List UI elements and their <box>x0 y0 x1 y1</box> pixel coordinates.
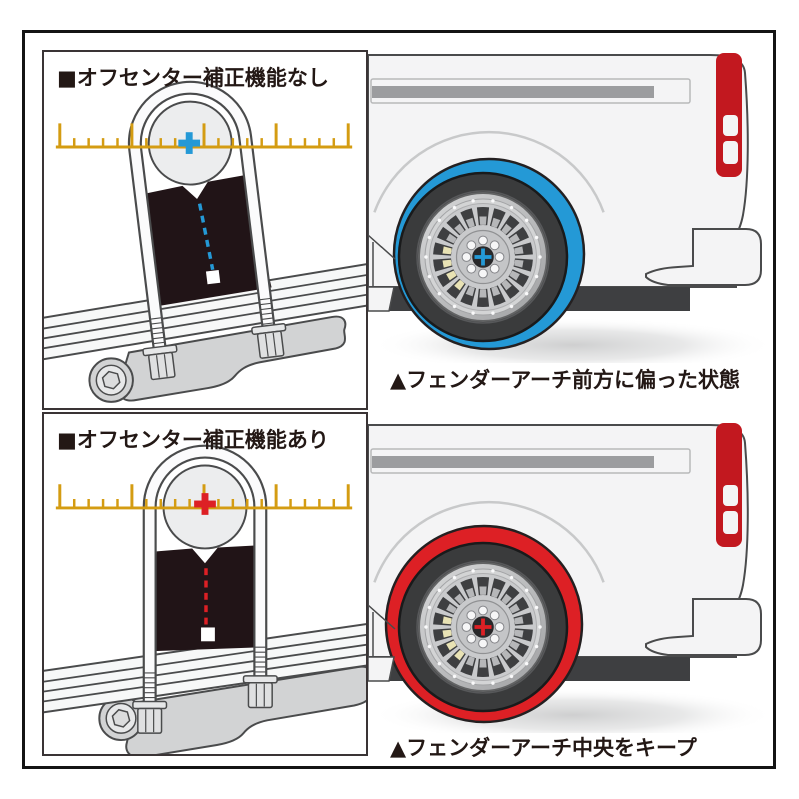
panel-title: ■オフセンター補正機能あり <box>57 428 329 452</box>
panel-title: ■オフセンター補正機能なし <box>57 66 329 90</box>
lift-block <box>147 175 272 307</box>
wheel-center-cross-blue-icon <box>474 248 492 266</box>
frame <box>22 30 776 769</box>
panel-no-correction: ■オフセンター補正機能なし <box>42 50 368 410</box>
panel-with-correction: ■オフセンター補正機能あり <box>42 412 368 756</box>
u-bolt <box>142 444 268 705</box>
cross-marker-blue-icon <box>178 132 201 154</box>
van-rear-forward-biased <box>368 51 774 363</box>
wheel-and-arch <box>392 157 586 351</box>
caption-forward-biased: ▲フェンダーアーチ前方に偏った状態 <box>390 368 741 392</box>
u-bolt <box>127 80 276 351</box>
cross-marker-red-icon <box>194 493 216 515</box>
wheel-center-cross-red-icon <box>474 618 492 636</box>
lift-block <box>153 545 263 652</box>
mounting-plate <box>98 665 366 754</box>
caption-centered: ▲フェンダーアーチ中央をキープ <box>390 736 697 760</box>
van-comparison-column: ▲フェンダーアーチ前方に偏った状態 ▲フェンダーアーチ中央をキープ <box>368 30 776 763</box>
illustration-with-correction <box>44 444 366 754</box>
wheel-and-arch <box>384 524 584 724</box>
mounting-plate <box>88 315 347 403</box>
center-line-dashed <box>197 203 215 271</box>
van-rear-centered <box>368 421 774 733</box>
illustration-no-correction <box>44 80 366 403</box>
u-bolt-assembly <box>127 80 290 382</box>
